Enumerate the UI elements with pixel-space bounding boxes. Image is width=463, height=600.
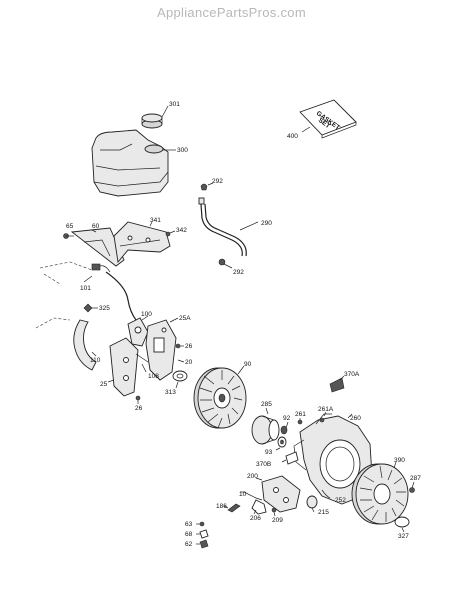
label-90: 90 <box>244 361 252 368</box>
small-parts-63-68-62: 63 68 62 <box>185 521 209 549</box>
label-200: 200 <box>247 473 258 480</box>
terminal-252: 215 252 <box>306 489 346 516</box>
label-110: 110 <box>90 357 101 364</box>
bracket-110: 325 110 <box>73 303 110 371</box>
label-400: 400 <box>287 133 298 140</box>
nut-92: 92 93 <box>265 415 291 456</box>
label-25: 25 <box>100 381 108 388</box>
label-60: 60 <box>92 223 100 230</box>
label-209: 209 <box>272 517 283 524</box>
label-260: 260 <box>350 415 361 422</box>
label-26-upper: 26 <box>185 343 193 350</box>
label-287: 287 <box>410 475 421 482</box>
label-92: 92 <box>283 415 291 422</box>
starter-390: 390 <box>351 457 409 525</box>
label-215: 215 <box>318 509 329 516</box>
label-186: 186 <box>216 503 227 510</box>
fuel-line-290: 292 290 292 <box>198 178 272 276</box>
label-327: 327 <box>398 533 409 540</box>
lever-100: 100 <box>127 311 152 347</box>
label-261A: 261A <box>318 406 334 413</box>
ignition-200: 200 10 186 206 209 <box>216 473 301 524</box>
label-390: 390 <box>394 457 405 464</box>
label-10: 10 <box>239 491 247 498</box>
label-285: 285 <box>261 401 272 408</box>
label-63: 63 <box>185 521 193 528</box>
spacer-313: 313 <box>165 370 188 396</box>
label-26-lower: 26 <box>135 405 143 412</box>
label-25A: 25A <box>179 315 191 322</box>
bracket-60: 65 60 <box>63 223 125 267</box>
cup-285: 285 <box>251 401 280 445</box>
label-108: 108 <box>148 373 159 380</box>
label-20: 20 <box>185 359 193 366</box>
label-370B: 370B <box>256 461 271 468</box>
label-100: 100 <box>141 311 152 318</box>
label-252: 252 <box>335 497 346 504</box>
decal-370B: 370B <box>256 451 299 468</box>
screw-26-lower: 26 <box>135 395 143 412</box>
bracket-25A: 25A 26 20 <box>145 315 193 381</box>
screw-287: 287 <box>409 475 421 493</box>
label-206: 206 <box>250 515 261 522</box>
label-313: 313 <box>165 389 176 396</box>
watermark: AppliancePartsPros.com <box>157 5 306 20</box>
fuel-cap-301: 301 <box>141 101 180 129</box>
dashed-link-lines <box>35 261 93 329</box>
label-301: 301 <box>169 101 180 108</box>
label-93: 93 <box>265 449 273 456</box>
label-292-top: 292 <box>212 178 223 185</box>
label-65: 65 <box>66 223 74 230</box>
plate-25: 108 25 <box>100 337 159 397</box>
screw-261: 261 <box>295 411 306 425</box>
label-290: 290 <box>261 220 272 227</box>
label-370A: 370A <box>344 371 360 378</box>
label-101: 101 <box>80 285 91 292</box>
gasket-set-400: GASKET SET 400 <box>287 99 357 140</box>
label-292-bottom: 292 <box>233 269 244 276</box>
label-341: 341 <box>150 217 161 224</box>
label-300: 300 <box>177 147 188 154</box>
bracket-341: 341 342 <box>113 217 187 264</box>
link-101: 101 <box>80 263 137 321</box>
fuel-tank-300: 300 <box>91 129 188 197</box>
label-68: 68 <box>185 531 193 538</box>
handle-327: 327 <box>394 516 410 540</box>
label-342: 342 <box>176 227 187 234</box>
label-261: 261 <box>295 411 306 418</box>
flywheel-90: 90 <box>193 361 252 429</box>
label-62: 62 <box>185 541 193 548</box>
label-325: 325 <box>99 305 110 312</box>
